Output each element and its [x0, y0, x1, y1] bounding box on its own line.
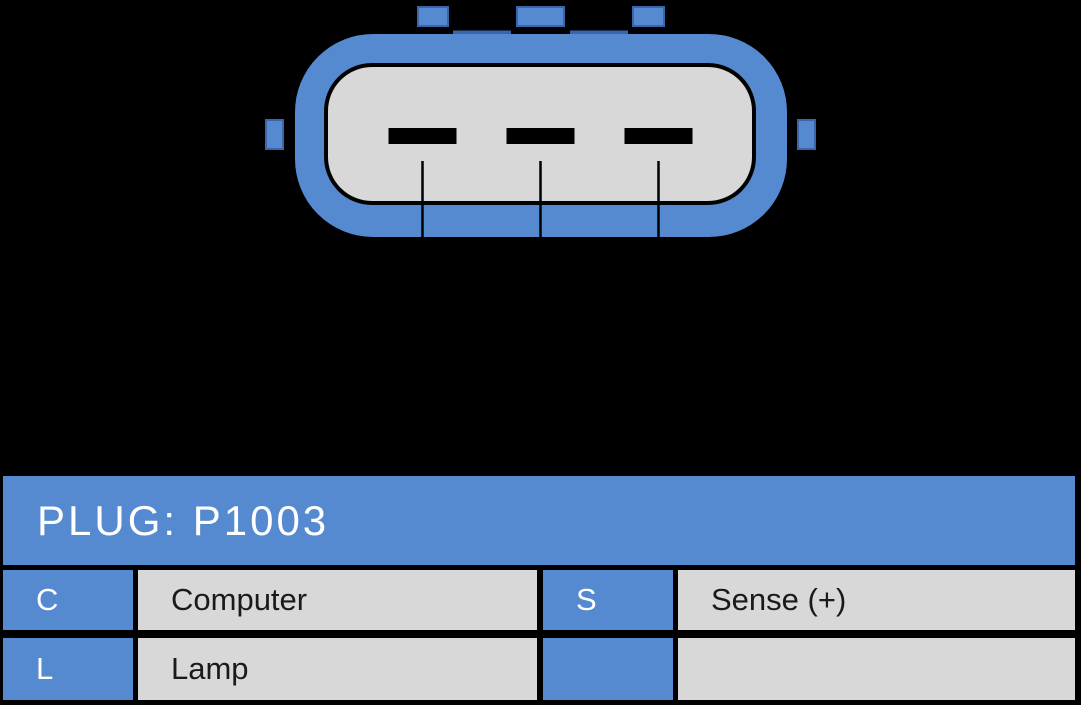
pin-key-cell-empty [543, 638, 673, 700]
side-tab-left [265, 119, 284, 150]
pin-key-cell-s: S [543, 570, 673, 630]
pin-key-cell-l: L [3, 638, 133, 700]
pin-value-cell-lamp: Lamp [138, 638, 537, 700]
side-tab-right [797, 119, 816, 150]
top-tab-middle [516, 6, 565, 27]
plug-table-header: PLUG: P1003 [3, 476, 1075, 565]
connector-diagram [265, 6, 816, 241]
top-tab-right [632, 6, 665, 27]
pin-slot-3 [624, 128, 693, 144]
pin-slot-2 [506, 128, 575, 144]
pinout-table: PLUG: P1003 C Computer S Sense (+) L Lam… [0, 476, 1081, 705]
top-rib-line-left [453, 30, 511, 34]
pin-value-cell-empty [678, 638, 1075, 700]
pin-slot-1 [388, 128, 457, 144]
pin-value-cell-computer: Computer [138, 570, 537, 630]
top-tab-left [417, 6, 449, 27]
top-rib-line-right [570, 30, 628, 34]
pin-key-cell-c: C [3, 570, 133, 630]
plug-title: PLUG: P1003 [37, 496, 330, 544]
pin-value-cell-sense: Sense (+) [678, 570, 1075, 630]
